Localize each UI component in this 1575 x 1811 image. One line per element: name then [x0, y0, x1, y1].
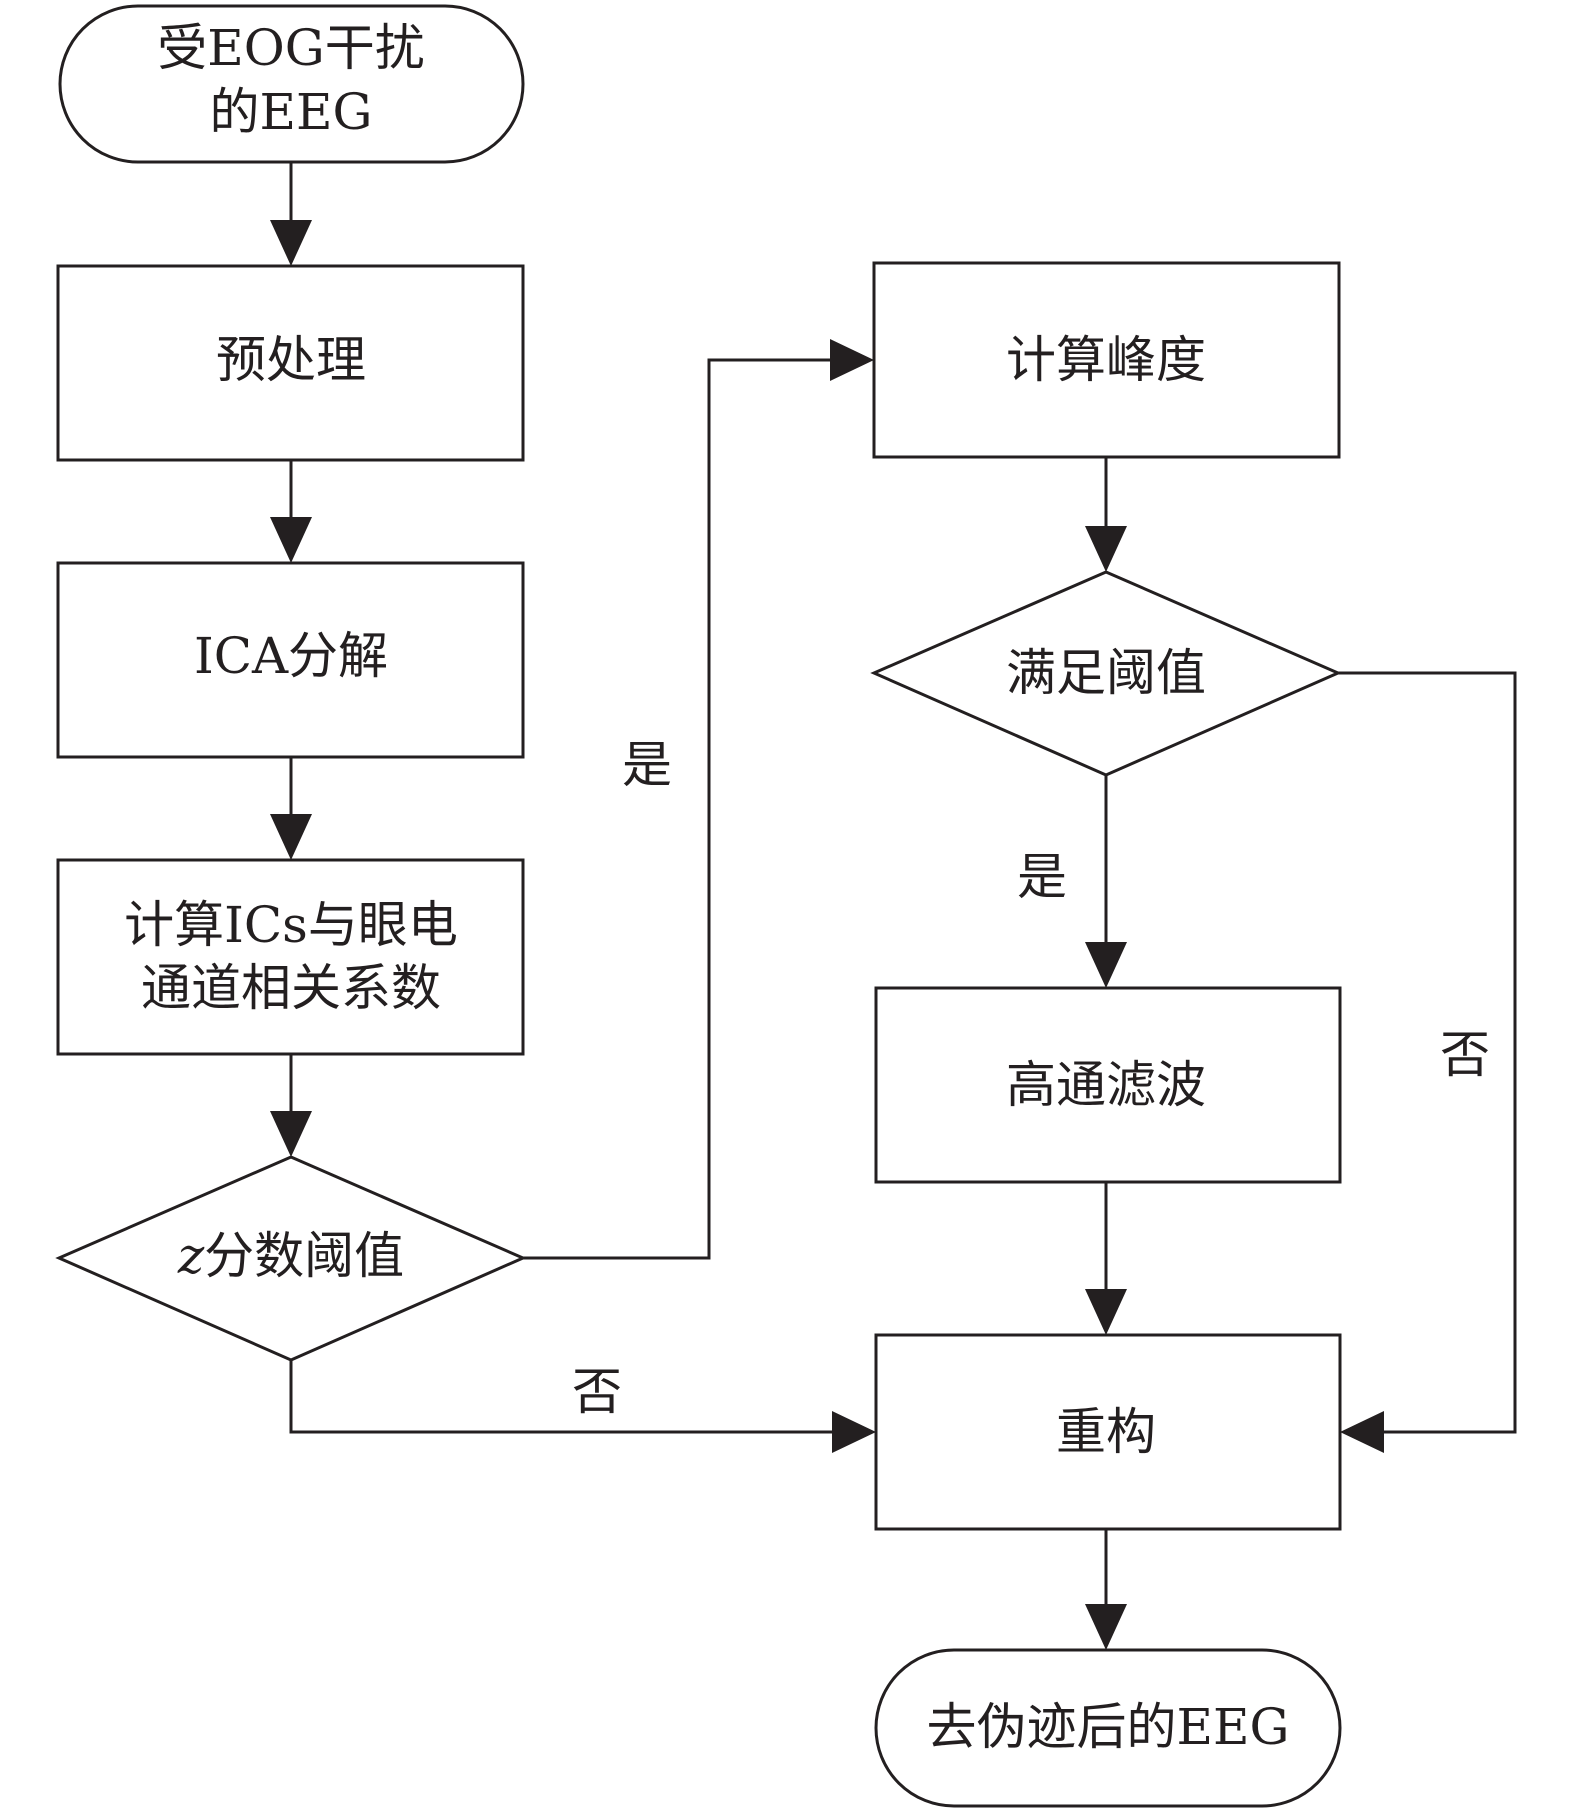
- arrow-threshold-no-to-reconstruct: [1338, 671, 1517, 1434]
- reconstruct-box: [874, 1333, 1342, 1531]
- arrowhead-reconstruct-left: [832, 1411, 876, 1453]
- arrow-zscore-yes-to-kurtosis: [523, 358, 832, 1260]
- arrowhead-end: [1085, 1604, 1127, 1650]
- threshold-label: 满足阈值: [1006, 644, 1206, 702]
- arrow-zscore-no-to-reconstruct: [289, 1360, 834, 1434]
- reconstruct-label: 重构: [1056, 1403, 1156, 1461]
- kurtosis-box: [872, 261, 1341, 459]
- preprocess-label: 预处理: [216, 331, 366, 389]
- arrowhead-reconstruct-top: [1085, 1289, 1127, 1335]
- arrowhead-preprocess: [270, 220, 312, 266]
- correlation-box: [56, 858, 525, 1056]
- threshold-yes-label: 是: [1017, 848, 1067, 906]
- end-terminal: [874, 1648, 1342, 1808]
- highpass-box: [874, 986, 1342, 1184]
- ica-label: ICA分解: [194, 627, 388, 685]
- start-label-line2: 的EEG: [210, 83, 373, 141]
- zscore-text: 分数阈值: [204, 1227, 404, 1285]
- end-label: 去伪迹后的EEG: [927, 1698, 1290, 1756]
- zscore-no-label: 否: [572, 1363, 622, 1421]
- arrowhead-highpass: [1085, 942, 1127, 988]
- arrowhead-zscore: [270, 1111, 312, 1157]
- start-label-line1: 受EOG干扰: [157, 19, 424, 77]
- correlation-label-line2: 通道相关系数: [141, 959, 441, 1017]
- arrowhead-threshold: [1085, 526, 1127, 572]
- correlation-label-line1: 计算ICs与眼电: [124, 896, 458, 954]
- arrowhead-ica: [270, 517, 312, 563]
- zscore-variable: z: [177, 1227, 205, 1285]
- arrowhead-reconstruct-right: [1340, 1411, 1384, 1453]
- zscore-yes-label: 是: [622, 736, 672, 794]
- kurtosis-label: 计算峰度: [1006, 331, 1206, 389]
- arrowhead-kurtosis: [830, 339, 874, 381]
- zscore-label: z分数阈值: [177, 1227, 404, 1285]
- arrowhead-correlation: [270, 814, 312, 860]
- preprocess-box: [56, 264, 525, 462]
- highpass-label: 高通滤波: [1006, 1056, 1206, 1114]
- ica-box: [56, 561, 525, 759]
- threshold-no-label: 否: [1440, 1026, 1490, 1084]
